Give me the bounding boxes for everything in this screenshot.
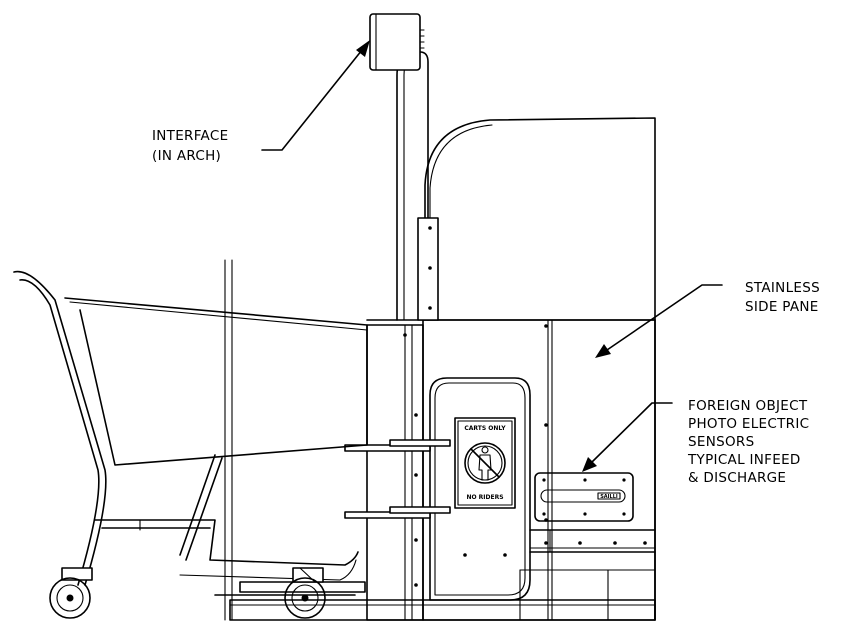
interface-label-line1: INTERFACE [152,128,228,144]
support-shelves [344,439,451,519]
interface-label-line2: (IN ARCH) [152,148,221,164]
no-riders-icon [464,442,506,484]
sign-top-text: CARTS ONLY [464,425,506,432]
foreign-label-line5: & DISCHARGE [688,470,786,486]
machine-enclosure [224,117,656,621]
callout-leaders [261,40,723,472]
foreign-label-line4: TYPICAL INFEED [687,452,801,468]
sign-bottom-text: NO RIDERS [466,494,503,501]
interface-box [369,13,425,71]
cart-rear-wheel [49,567,93,619]
cart-front-wheel [284,567,326,619]
foreign-label-line3: SENSORS [688,434,754,450]
foreign-label-line1: FOREIGN OBJECT [688,398,808,414]
stainless-label-line2: SIDE PANE [745,299,819,315]
sensor-plate-text: SAILLI [600,494,618,500]
stainless-label-line1: STAINLESS [745,280,820,296]
foreign-label-line2: PHOTO ELECTRIC [688,416,809,432]
sign-door: CARTS ONLY NO RIDERS [429,377,531,601]
shopping-cart [13,270,368,619]
photo-electric-sensor-plate: SAILLI [534,472,634,522]
arch-post [396,51,439,321]
callout-labels: INTERFACE (IN ARCH) STAINLESS SIDE PANE … [152,128,820,486]
